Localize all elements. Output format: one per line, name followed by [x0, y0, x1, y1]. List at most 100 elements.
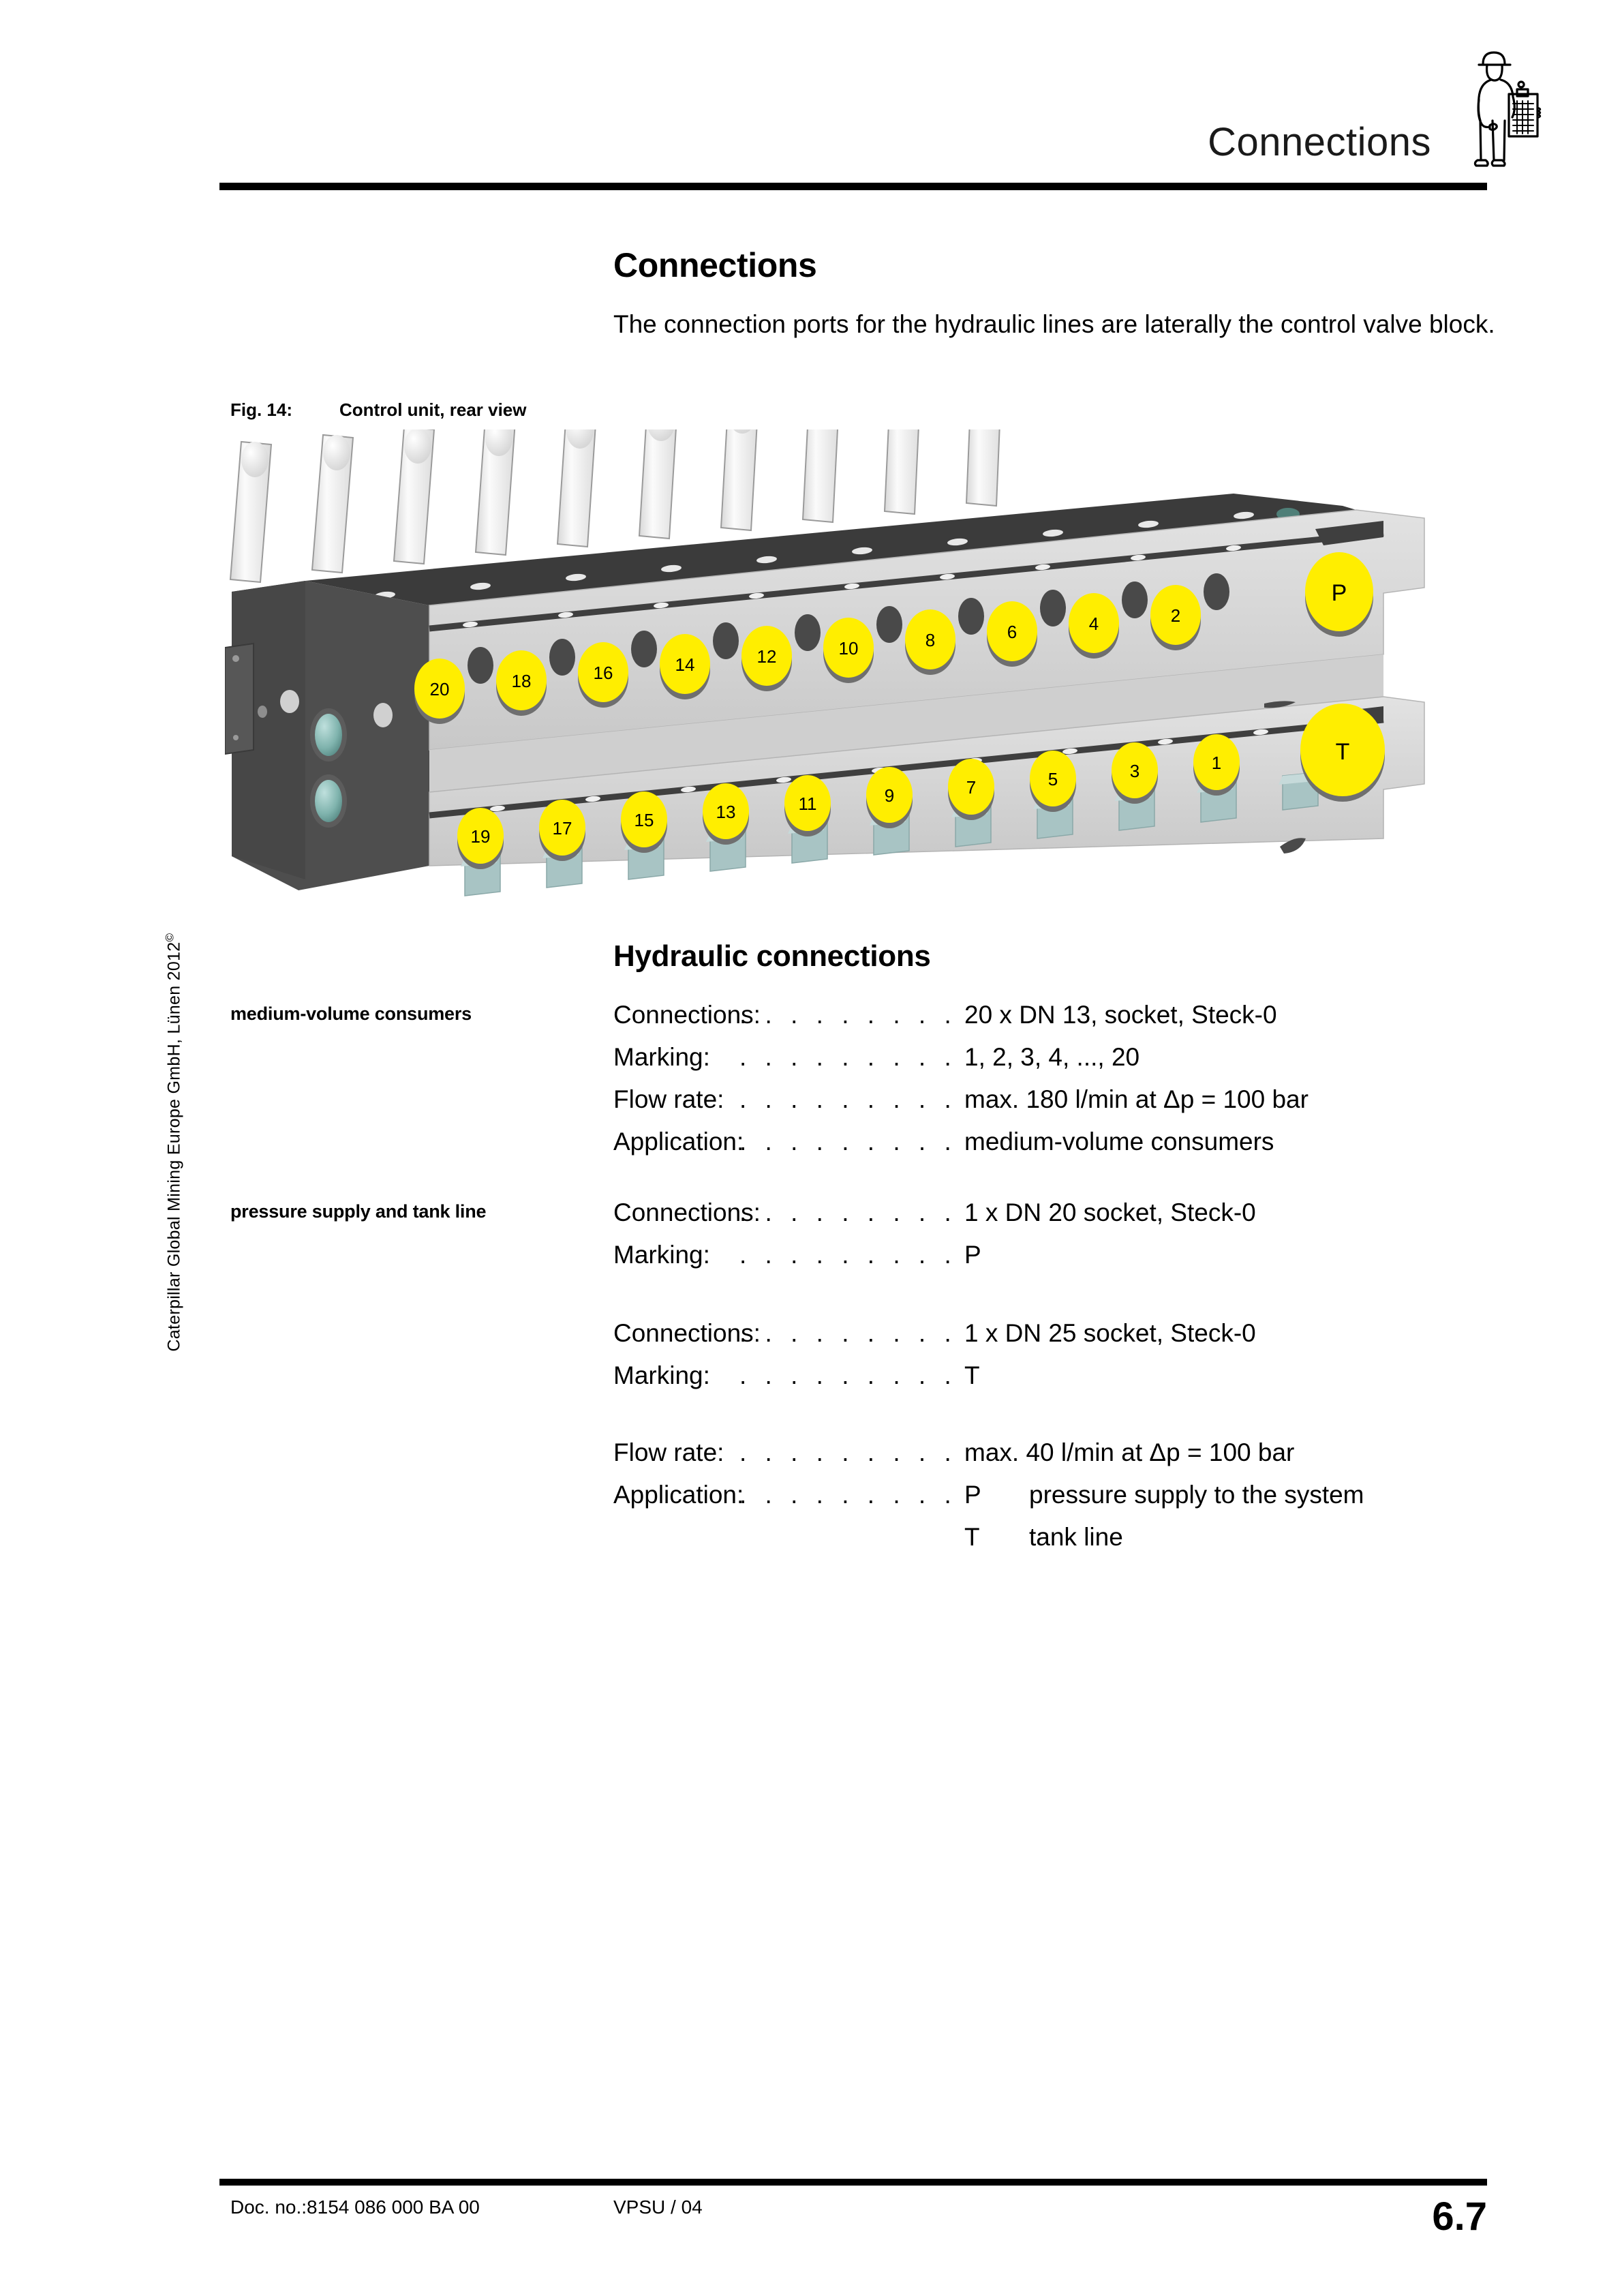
- port-marker-19: 19: [457, 808, 504, 869]
- svg-text:17: 17: [553, 818, 572, 839]
- margin-label-medium-volume: medium-volume consumers: [230, 1003, 472, 1024]
- spec-row: Marking: . . . . . . . . . . . . . . . P: [613, 1234, 1256, 1276]
- port-marker-4: 4: [1069, 593, 1119, 659]
- svg-text:20: 20: [430, 679, 450, 699]
- spec-label: Marking:: [613, 1241, 710, 1269]
- port-marker-12: 12: [741, 626, 792, 691]
- spec-block-pressure-p: Connections: . . . . . . . . . . . . 1 x…: [613, 1192, 1256, 1276]
- spec-row: Marking: . . . . . . . . . . . . . . . T: [613, 1355, 1256, 1397]
- figure-caption-text: Control unit, rear view: [339, 399, 527, 420]
- svg-text:11: 11: [799, 794, 817, 814]
- spec-leader-dots: . . . . . . . . . . . .: [739, 1481, 964, 1509]
- spec-block-medium-volume: Connections: . . . . . . . . . . . . 20 …: [613, 994, 1309, 1163]
- spec-row: Connections: . . . . . . . . . . . . 1 x…: [613, 1192, 1256, 1234]
- port-marker-7: 7: [948, 759, 994, 820]
- spec-label: Connections:: [613, 1319, 761, 1347]
- copyright-text: Caterpillar Global Mining Europe GmbH, L…: [164, 941, 184, 1352]
- figure-number: Fig. 14:: [230, 399, 293, 420]
- port-marker-T: T: [1300, 704, 1385, 802]
- spec-value: 20 x DN 13, socket, Steck-0: [964, 1001, 1277, 1029]
- port-marker-18: 18: [496, 650, 547, 716]
- lever-handle: [229, 440, 273, 584]
- figure-caption: Fig. 14: Control unit, rear view: [230, 399, 527, 421]
- port-marker-10: 10: [823, 618, 874, 683]
- endplate-gauge-port: [310, 774, 347, 828]
- spec-label: Connections:: [613, 1001, 761, 1029]
- endplate-stud: [373, 703, 393, 727]
- spec-row: Connections: . . . . . . . . . . . . 20 …: [613, 994, 1309, 1036]
- page-header-title: Connections: [1208, 120, 1431, 164]
- svg-text:14: 14: [675, 654, 695, 675]
- spec-row: Application: . . . . . . . . . . . . Ppr…: [613, 1474, 1364, 1516]
- svg-text:1: 1: [1212, 753, 1221, 773]
- footer-page-number: 6.7: [1432, 2194, 1487, 2239]
- spec-row: Connections: . . . . . . . . . . . . 1 x…: [613, 1312, 1256, 1355]
- spec-label: Connections:: [613, 1198, 761, 1226]
- spec-leader-dots: . . . . . . . . . . . .: [739, 1198, 964, 1226]
- application-key-t: T: [964, 1523, 980, 1551]
- endplate-stud: [258, 706, 267, 718]
- port-marker-5: 5: [1030, 751, 1076, 812]
- spec-value: medium-volume consumers: [964, 1128, 1274, 1155]
- lever-handle: [883, 429, 919, 515]
- footer-document-number: Doc. no.:8154 086 000 BA 00: [230, 2196, 480, 2218]
- svg-text:9: 9: [885, 785, 894, 806]
- svg-text:5: 5: [1048, 769, 1058, 789]
- lever-handle: [720, 429, 758, 532]
- control-unit-illustration: 20 18 16 14 12 10 8 6 4 2 P 19 17: [225, 429, 1506, 913]
- lever-handle: [311, 434, 354, 574]
- detail-mark-lower: [1280, 838, 1306, 854]
- recessed-port-group-upper: [468, 573, 1229, 684]
- spec-leader-dots: . . . . . . . . . . . .: [739, 1001, 964, 1029]
- port-marker-3: 3: [1112, 742, 1158, 804]
- worker-with-clipboard-icon: [1473, 51, 1542, 167]
- port-marker-11: 11: [784, 775, 831, 836]
- svg-text:3: 3: [1130, 761, 1139, 781]
- detail-mark-upper: [1264, 701, 1296, 708]
- svg-text:13: 13: [716, 802, 736, 822]
- spec-label: Application:: [613, 1128, 744, 1155]
- spec-value: T: [964, 1361, 980, 1389]
- lever-handle: [474, 429, 516, 556]
- svg-text:15: 15: [634, 810, 654, 830]
- spec-row: Flow rate: . . . . . . . . . . . . . . m…: [613, 1432, 1364, 1474]
- section-title: Connections: [613, 246, 817, 284]
- endplate-stud: [280, 690, 299, 713]
- svg-text:19: 19: [471, 826, 491, 847]
- copyright-notice: Caterpillar Global Mining Europe GmbH, L…: [163, 870, 184, 1415]
- spec-label: Marking:: [613, 1043, 710, 1071]
- svg-text:18: 18: [512, 671, 532, 691]
- port-marker-14: 14: [660, 634, 710, 699]
- svg-text:10: 10: [839, 638, 859, 659]
- svg-text:6: 6: [1007, 622, 1017, 642]
- upper-parting-line: [429, 530, 1384, 632]
- port-marker-2: 2: [1150, 585, 1201, 650]
- spec-block-pressure-t: Connections: . . . . . . . . . . . . 1 x…: [613, 1312, 1256, 1397]
- spec-leader-dots: . . . . . . . . . . . . . . .: [739, 1043, 964, 1071]
- spec-row: Application: . . . . . . . . . . . . med…: [613, 1121, 1309, 1163]
- lever-handle: [965, 429, 1000, 507]
- spec-block-common: Flow rate: . . . . . . . . . . . . . . m…: [613, 1432, 1364, 1558]
- spec-label: Flow rate:: [613, 1085, 724, 1113]
- port-marker-8: 8: [905, 609, 955, 675]
- svg-text:4: 4: [1089, 614, 1099, 634]
- application-key-p: P: [964, 1481, 981, 1509]
- svg-text:2: 2: [1171, 605, 1180, 626]
- top-face-bolt-holes: [375, 511, 1254, 599]
- endplate-gauge-port: [310, 708, 347, 761]
- port-marker-9: 9: [866, 767, 913, 828]
- spec-value: P: [964, 1241, 981, 1269]
- spec-leader-dots: . . . . . . . . . . . . . . .: [739, 1241, 964, 1269]
- spec-value: max. 180 l/min at Δp = 100 bar: [964, 1085, 1309, 1113]
- port-marker-6: 6: [987, 601, 1037, 667]
- port-marker-group-lower: 19 17 15 13 11 9 7 5 3 1: [457, 734, 1240, 869]
- svg-text:P: P: [1332, 580, 1347, 606]
- svg-text:8: 8: [925, 630, 935, 650]
- lever-handle-group: [229, 429, 1000, 584]
- svg-text:12: 12: [757, 646, 777, 667]
- port-marker-1: 1: [1193, 734, 1240, 796]
- footer-vpsu-code: VPSU / 04: [613, 2196, 703, 2218]
- spec-label: Marking:: [613, 1361, 710, 1389]
